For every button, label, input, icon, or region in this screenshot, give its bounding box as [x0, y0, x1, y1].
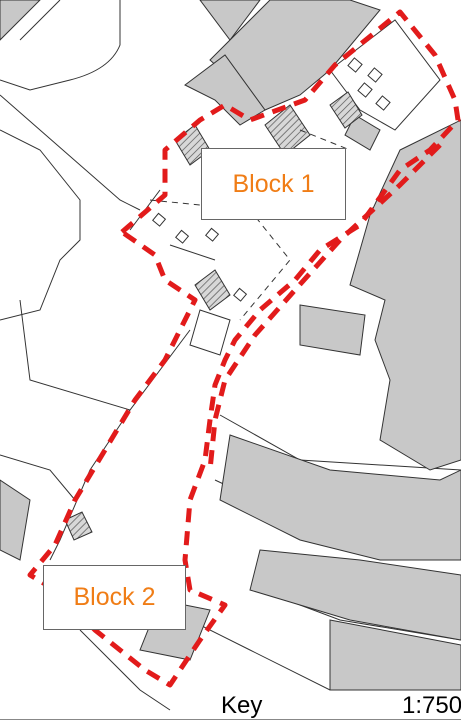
block-2-label: Block 2: [43, 565, 186, 630]
block-1-boundary: [27, 9, 461, 688]
block-2-text: Block 2: [73, 583, 156, 611]
site-boundary-red: [27, 9, 461, 688]
block-1-label: Block 1: [201, 148, 346, 220]
bottom-divider: [0, 719, 461, 720]
buildings: [0, 0, 461, 691]
scale-label: 1:750: [402, 692, 461, 719]
block-1-text: Block 1: [232, 169, 315, 198]
small-squares: [152, 57, 391, 302]
plot-outlines: [189, 19, 441, 356]
road-edge: [207, 143, 442, 471]
key-label: Key: [221, 692, 263, 719]
dashed-plot-lines: [149, 129, 351, 321]
